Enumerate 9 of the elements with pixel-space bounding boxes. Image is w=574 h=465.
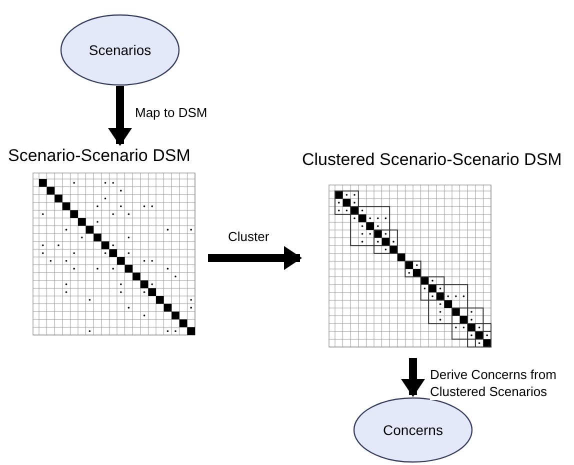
node-label: Scenarios xyxy=(88,42,152,58)
ellipse-node xyxy=(353,397,473,463)
matrix-title: Clustered Scenario-Scenario DSM xyxy=(302,150,562,170)
arrow xyxy=(208,246,302,270)
arrow xyxy=(108,86,132,146)
ellipse-node xyxy=(60,14,180,86)
arrow xyxy=(401,358,425,397)
matrix-title: Scenario-Scenario DSM xyxy=(8,146,190,166)
node-label: Concerns xyxy=(383,422,443,438)
